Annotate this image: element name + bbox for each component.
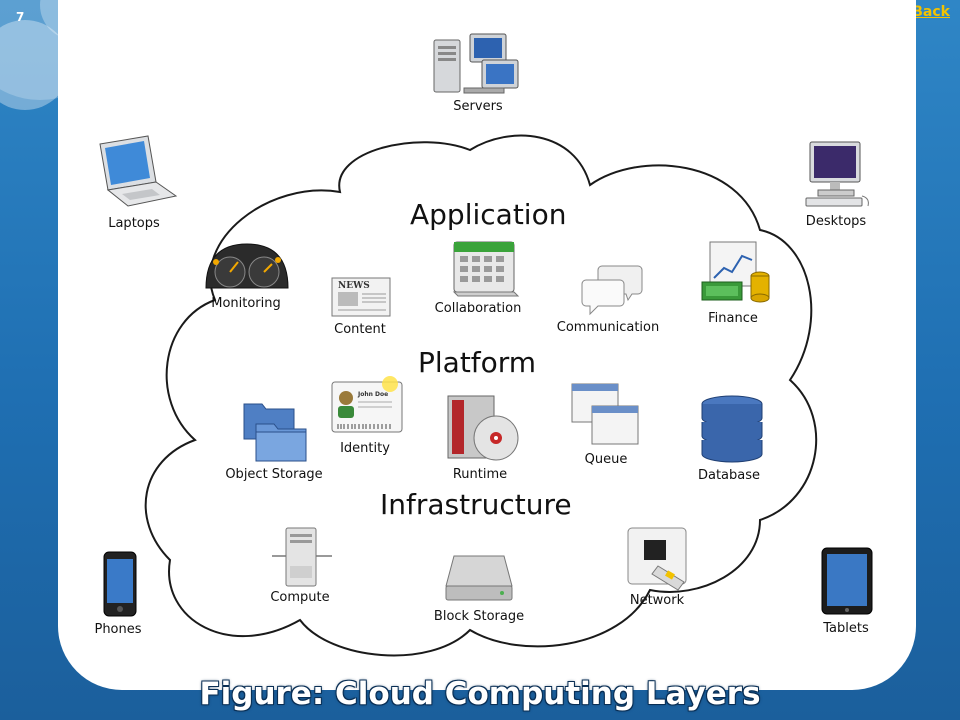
folders-icon (243, 403, 307, 462)
speedometer-icon (205, 243, 289, 289)
queue-windows-icon (571, 383, 639, 445)
laptops-label: Laptops (108, 216, 160, 231)
queue-label: Queue (584, 452, 628, 467)
object-storage-label: Object Storage (225, 467, 323, 482)
monitoring-label: Monitoring (211, 296, 281, 311)
communication-label: Communication (556, 320, 660, 335)
database-label: Database (697, 468, 761, 483)
laptop-icon (99, 135, 178, 207)
figure-caption: Figure: Cloud Computing Layers (199, 676, 761, 712)
id-card-icon: John Doe (331, 376, 403, 433)
compute-server-icon (272, 527, 332, 587)
finance-chart-icon (701, 241, 770, 303)
tablet-icon (821, 547, 873, 615)
newspaper-masthead: NEWS (338, 281, 370, 291)
network-label: Network (629, 593, 685, 608)
network-jack-icon (627, 527, 687, 591)
database-icon (701, 395, 763, 463)
phone-icon (103, 551, 137, 617)
desktop-icon (805, 141, 869, 207)
compute-label: Compute (270, 590, 330, 605)
back-link[interactable]: Back (912, 4, 950, 20)
servers-icon (433, 33, 519, 94)
tablets-label: Tablets (823, 621, 869, 636)
cloud-outline (144, 134, 818, 657)
servers-label: Servers (453, 99, 503, 114)
runtime-disc-icon (447, 395, 519, 461)
hard-drive-icon (445, 555, 513, 601)
chat-bubbles-icon (581, 265, 643, 316)
desktops-label: Desktops (805, 214, 867, 229)
id-card-name: John Doe (357, 391, 388, 398)
runtime-label: Runtime (452, 467, 508, 482)
identity-label: Identity (340, 441, 390, 456)
application-layer-heading: Application (410, 198, 567, 231)
platform-layer-heading: Platform (418, 346, 537, 379)
collaboration-label: Collaboration (434, 301, 522, 316)
calendar-icon (452, 241, 520, 297)
content-label: Content (334, 322, 386, 337)
block-storage-label: Block Storage (433, 609, 525, 624)
infrastructure-layer-heading: Infrastructure (380, 488, 572, 521)
newspaper-icon: NEWS (331, 277, 391, 317)
phones-label: Phones (94, 622, 142, 637)
finance-label: Finance (708, 311, 758, 326)
slide-number: 7 (16, 10, 25, 24)
